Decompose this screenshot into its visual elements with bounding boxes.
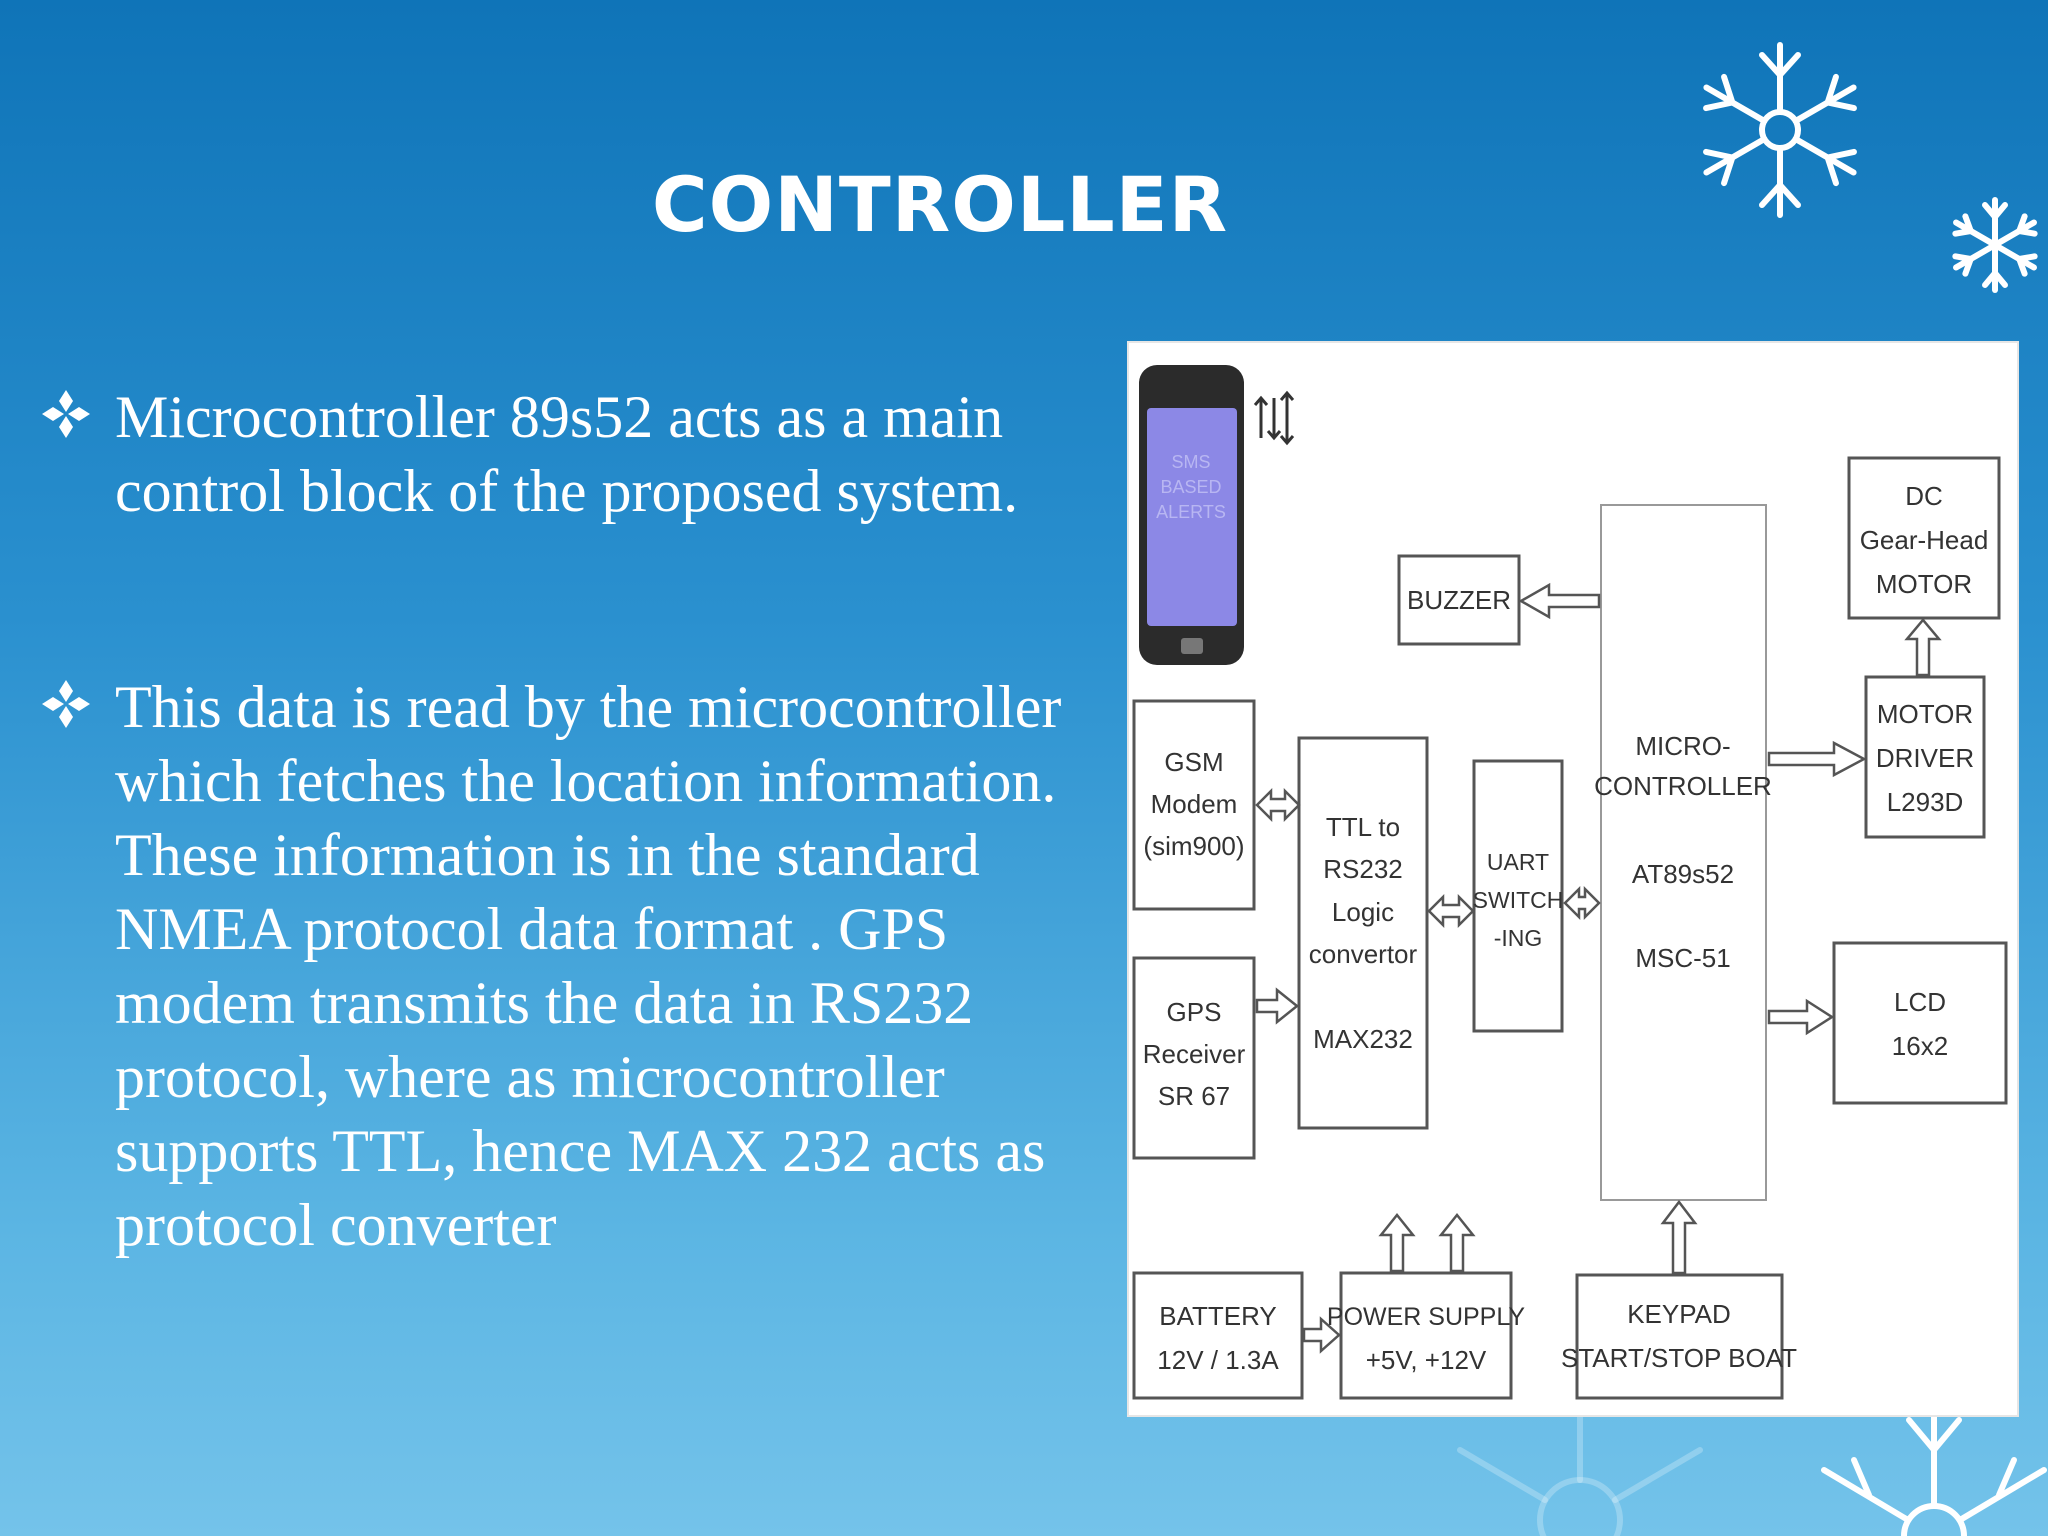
battery-block: BATTERY 12V / 1.3A [1132, 1271, 1304, 1400]
uart-line: SWITCH [1473, 887, 1564, 913]
buzzer-label: BUZZER [1407, 585, 1511, 615]
arrow-icon [1767, 998, 1835, 1036]
signal-icon [1253, 390, 1295, 446]
bullet-list: Microcontroller 89s52 acts as a main con… [40, 380, 1100, 1262]
arrow-icon [1378, 1212, 1416, 1273]
ttl-line: Logic [1332, 897, 1394, 927]
bullet-text: Microcontroller 89s52 acts as a main con… [115, 384, 1019, 524]
gsm-line: (sim900) [1143, 831, 1244, 861]
diamond-bullet-icon [42, 680, 90, 728]
phone-screen-line: SMS [1171, 452, 1210, 472]
block-diagram-svg: SMS BASED ALERTS GSM Modem (sim900) GPS … [1132, 365, 2008, 1400]
ttl-line: RS232 [1323, 854, 1403, 884]
micro-line: CONTROLLER [1594, 771, 1772, 801]
snowflake-icon [1821, 1402, 2047, 1536]
ttl-line: TTL to [1326, 812, 1400, 842]
dc-motor-line: MOTOR [1876, 569, 1972, 599]
power-line: POWER SUPPLY [1327, 1303, 1526, 1331]
snowflake-icon [1680, 42, 1880, 220]
power-line: +5V, +12V [1366, 1345, 1487, 1375]
ttl-line: MAX232 [1313, 1024, 1413, 1054]
gps-line: Receiver [1143, 1039, 1246, 1069]
keypad-block: KEYPAD START/STOP BOAT [1561, 1273, 1797, 1400]
phone-screen-line: BASED [1160, 477, 1221, 497]
diamond-bullet-icon [42, 390, 90, 438]
battery-line: BATTERY [1159, 1301, 1277, 1331]
double-arrow-icon [1255, 787, 1301, 823]
arrow-icon [1255, 987, 1300, 1025]
arrow-icon [1518, 582, 1601, 620]
gsm-line: Modem [1151, 789, 1238, 819]
ttl-line: convertor [1309, 939, 1418, 969]
motor-driver-line: MOTOR [1877, 699, 1973, 729]
arrow-icon [1904, 618, 1942, 677]
snowflake-icon [1945, 197, 2045, 295]
dc-motor-block: DC Gear-Head MOTOR [1847, 456, 2001, 620]
dc-motor-line: Gear-Head [1860, 525, 1989, 555]
lcd-line: LCD [1894, 987, 1946, 1017]
power-supply-block: POWER SUPPLY +5V, +12V [1327, 1271, 1526, 1400]
block-diagram: SMS BASED ALERTS GSM Modem (sim900) GPS … [1127, 341, 2019, 1417]
bullet-text: This data is read by the microcontroller… [115, 674, 1062, 1258]
motor-driver-line: DRIVER [1876, 743, 1974, 773]
bullet-item: Microcontroller 89s52 acts as a main con… [40, 380, 1100, 528]
uart-line: UART [1487, 849, 1549, 875]
double-arrow-icon [1563, 885, 1601, 921]
phone-screen-line: ALERTS [1156, 502, 1226, 522]
uart-line: -ING [1494, 925, 1543, 951]
arrow-icon [1767, 740, 1867, 778]
dc-motor-line: DC [1905, 481, 1943, 511]
buzzer-block: BUZZER [1397, 554, 1521, 646]
motor-driver-block: MOTOR DRIVER L293D [1864, 675, 1986, 839]
double-arrow-icon [1427, 893, 1475, 929]
snowflake-icon [1457, 1392, 1703, 1536]
gps-line: GPS [1167, 997, 1222, 1027]
phone-icon: SMS BASED ALERTS [1139, 365, 1244, 665]
microcontroller-block: MICRO- CONTROLLER AT89s52 MSC-51 [1594, 504, 1772, 1201]
bullet-item: This data is read by the microcontroller… [40, 670, 1100, 1262]
gps-receiver-block: GPS Receiver SR 67 [1132, 956, 1256, 1160]
keypad-line: KEYPAD [1627, 1299, 1731, 1329]
keypad-line: START/STOP BOAT [1561, 1343, 1797, 1373]
motor-driver-line: L293D [1887, 787, 1964, 817]
lcd-line: 16x2 [1892, 1031, 1948, 1061]
micro-line: MSC-51 [1635, 943, 1730, 973]
ttl-converter-block: TTL to RS232 Logic convertor MAX232 [1297, 736, 1429, 1130]
gsm-modem-block: GSM Modem (sim900) [1132, 699, 1256, 911]
gsm-line: GSM [1164, 747, 1223, 777]
micro-line: MICRO- [1635, 731, 1730, 761]
uart-switching-block: UART SWITCH -ING [1472, 759, 1564, 1033]
arrow-icon [1438, 1212, 1476, 1273]
gps-line: SR 67 [1158, 1081, 1230, 1111]
arrow-icon [1660, 1199, 1698, 1275]
slide-title: CONTROLLER [651, 160, 1229, 249]
arrow-icon [1302, 1316, 1341, 1354]
lcd-block: LCD 16x2 [1832, 941, 2008, 1105]
battery-line: 12V / 1.3A [1157, 1345, 1279, 1375]
micro-line: AT89s52 [1632, 859, 1734, 889]
